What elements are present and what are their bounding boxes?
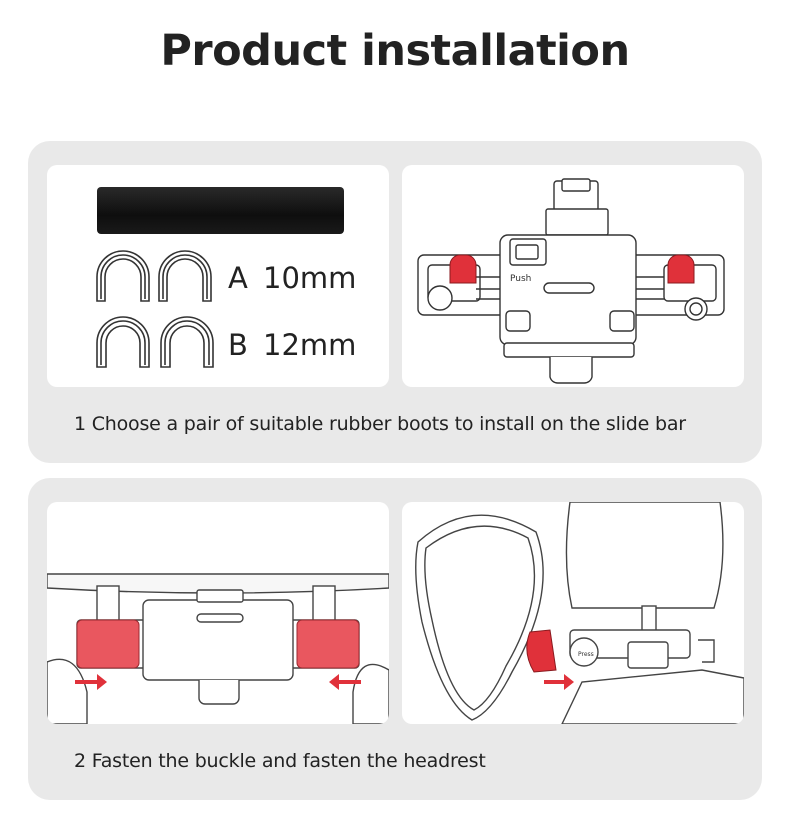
push-label: Push — [510, 274, 531, 284]
rubber-boots-illustration — [96, 250, 214, 368]
page-title: Product installation — [160, 26, 630, 76]
step-1-section: A 10mm B 12mm — [28, 141, 762, 463]
press-label: Press — [578, 651, 594, 658]
buckle-front-view-diagram — [47, 573, 389, 724]
mount-diagram-panel: Push — [402, 165, 744, 387]
size-a-value: 10mm — [263, 261, 357, 295]
slide-bar-image — [97, 187, 344, 234]
size-b-letter: B — [228, 328, 248, 362]
buckle-front-view-panel — [47, 502, 389, 724]
headrest-side-view-panel: Press — [402, 502, 744, 724]
size-b-value: 12mm — [263, 328, 357, 362]
step-2-section: Press 2 Fasten the buckle and fasten the… — [28, 478, 762, 800]
step-2-caption: 2 Fasten the buckle and fasten the headr… — [74, 750, 486, 772]
size-a-letter: A — [228, 261, 248, 295]
mount-slide-bar-diagram: Push — [417, 178, 725, 384]
step-1-caption: 1 Choose a pair of suitable rubber boots… — [74, 413, 686, 435]
rubber-boots-panel: A 10mm B 12mm — [47, 165, 389, 387]
headrest-side-view-diagram: Press — [415, 502, 744, 724]
